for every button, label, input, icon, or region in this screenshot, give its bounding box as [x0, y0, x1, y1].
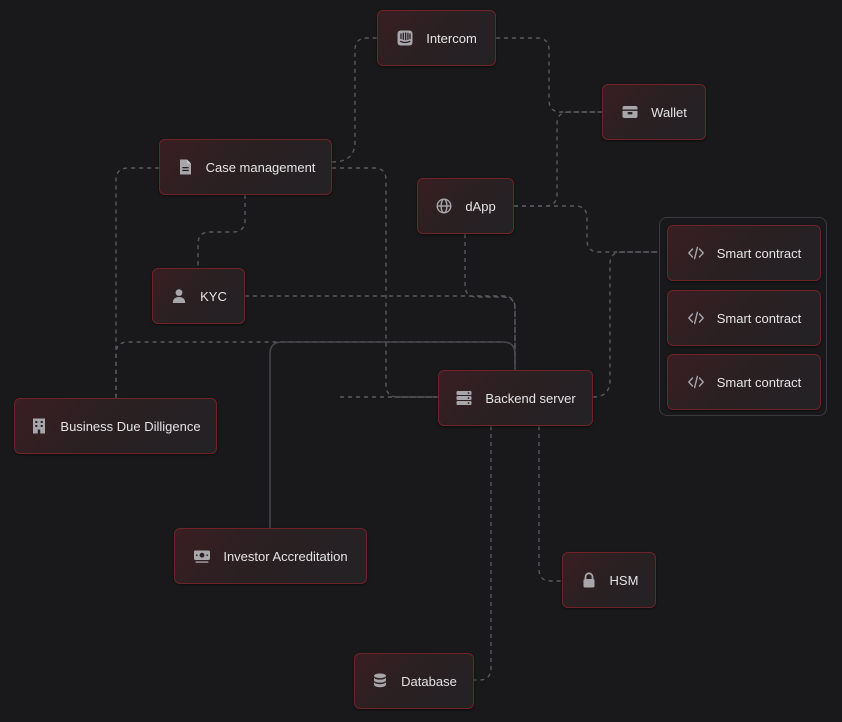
banknote-icon	[193, 547, 211, 565]
smart-contract-label: Smart contract	[716, 310, 802, 326]
backend-server-label: Backend server	[485, 390, 576, 406]
building-icon	[30, 417, 48, 435]
database-label: Database	[401, 673, 457, 689]
edge-case-intercom	[331, 37, 377, 163]
edge-backend-smartcontracts	[592, 251, 659, 398]
edge-dapp-wallet	[514, 111, 602, 207]
smart-contract-node[interactable]: Smart contract	[667, 290, 821, 346]
chat-box-icon	[396, 29, 414, 47]
wallet-icon	[621, 103, 639, 121]
document-icon	[176, 158, 194, 176]
smart-contract-label: Smart contract	[716, 245, 802, 261]
smart-contract-group	[659, 217, 827, 416]
edge-case-bdd	[115, 167, 159, 398]
edge-dapp-smartcontracts	[514, 205, 659, 253]
edge-dapp-backend	[464, 234, 516, 370]
smart-contract-node[interactable]: Smart contract	[667, 225, 821, 281]
hsm-node[interactable]: HSM	[562, 552, 656, 608]
edge-case-backend	[332, 167, 438, 398]
kyc-node[interactable]: KYC	[152, 268, 245, 324]
investor-accreditation-label: Investor Accreditation	[223, 548, 348, 564]
business-due-diligence-node[interactable]: Business Due Dilligence	[14, 398, 217, 454]
code-icon	[687, 373, 705, 391]
kyc-label: KYC	[200, 288, 227, 304]
case-management-node[interactable]: Case management	[159, 139, 332, 195]
edge-backend-database	[474, 426, 492, 681]
dapp-node[interactable]: dApp	[417, 178, 514, 234]
edge-case-kyc	[197, 195, 246, 268]
smart-contract-label: Smart contract	[716, 374, 802, 390]
edge-backend-hsm	[538, 426, 562, 582]
globe-icon	[435, 197, 453, 215]
dapp-label: dApp	[465, 198, 496, 214]
edge-kyc-backend	[245, 295, 516, 370]
user-icon	[170, 287, 188, 305]
wallet-node[interactable]: Wallet	[602, 84, 706, 140]
intercom-node[interactable]: Intercom	[377, 10, 496, 66]
smart-contract-node[interactable]: Smart contract	[667, 354, 821, 410]
edge-investor-backend	[269, 341, 516, 528]
lock-icon	[580, 571, 598, 589]
hsm-label: HSM	[609, 572, 639, 588]
business-due-diligence-label: Business Due Dilligence	[60, 418, 201, 434]
database-icon	[371, 672, 389, 690]
edge-intercom-wallet	[496, 37, 602, 113]
intercom-label: Intercom	[426, 30, 477, 46]
wallet-label: Wallet	[651, 104, 687, 120]
investor-accreditation-node[interactable]: Investor Accreditation	[174, 528, 367, 584]
case-management-label: Case management	[205, 159, 316, 175]
code-icon	[687, 244, 705, 262]
server-icon	[455, 389, 473, 407]
backend-server-node[interactable]: Backend server	[438, 370, 593, 426]
database-node[interactable]: Database	[354, 653, 474, 709]
code-icon	[687, 309, 705, 327]
